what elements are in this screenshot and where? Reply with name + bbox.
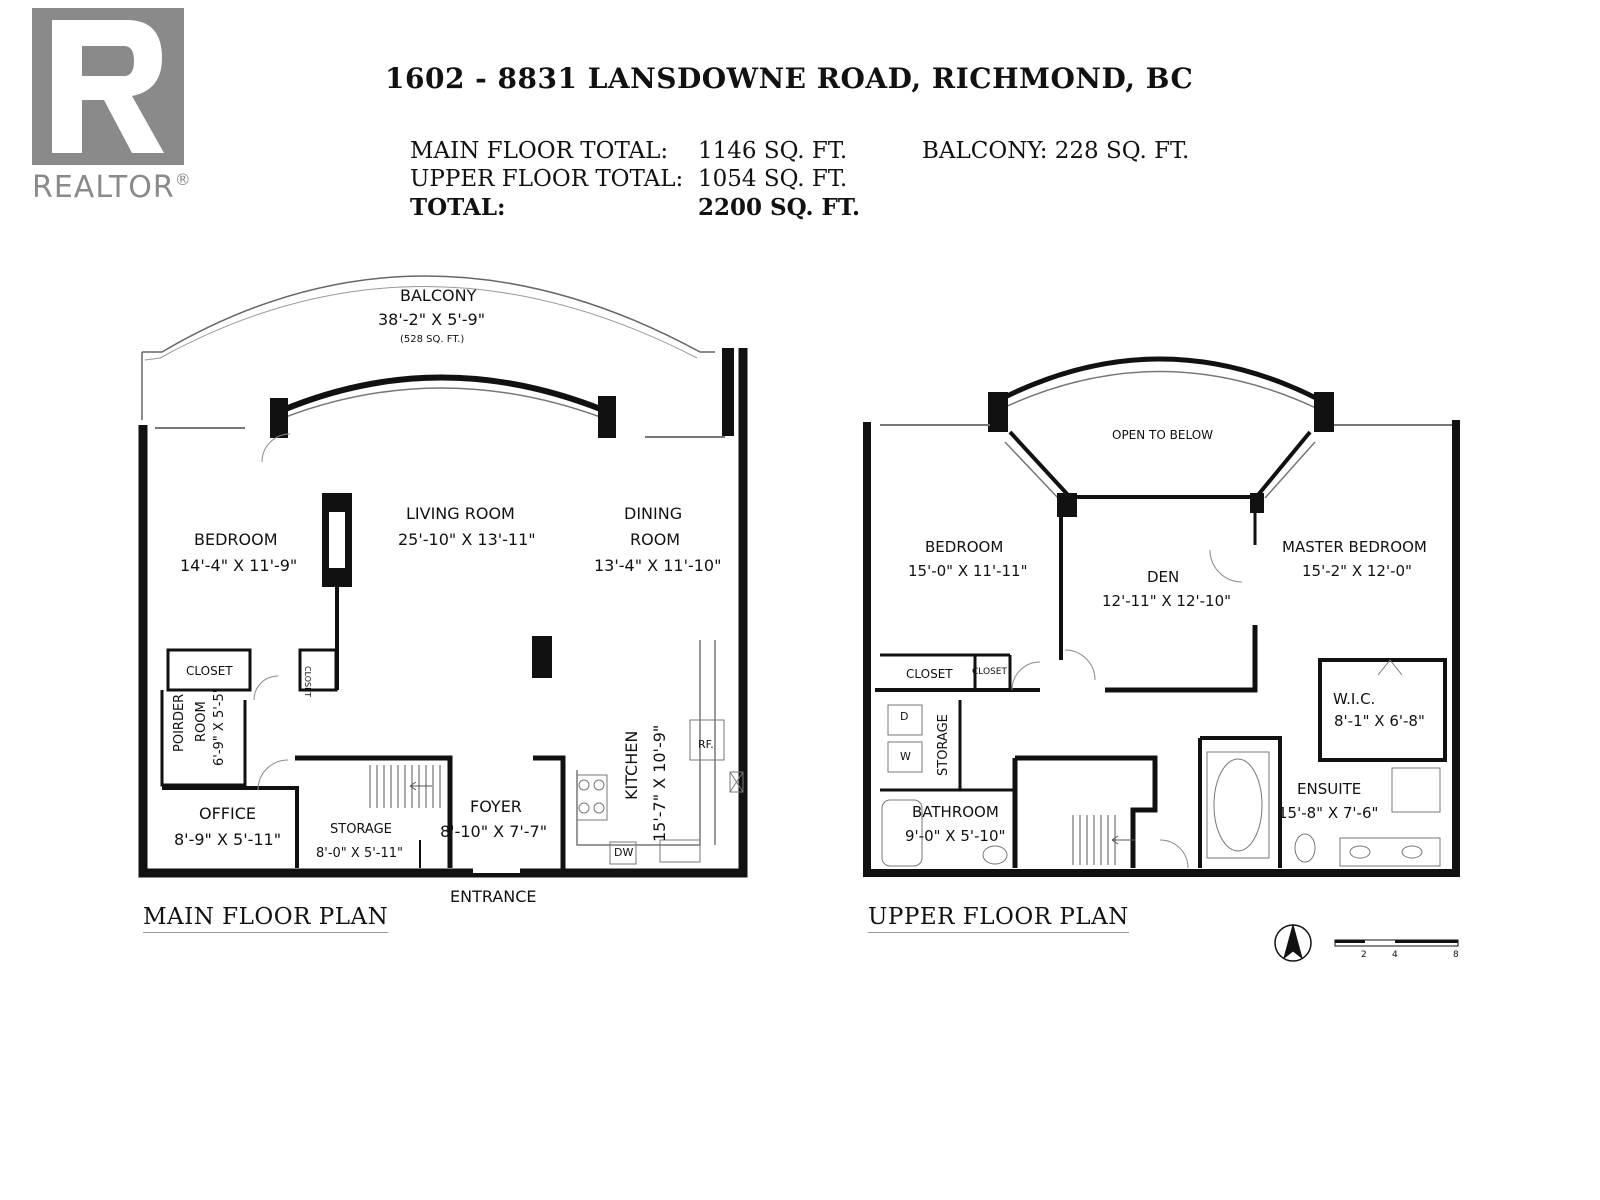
realtor-logo-text: REALTOR®	[32, 170, 192, 205]
realtor-logo: REALTOR®	[32, 8, 202, 208]
upper-floor-plan	[863, 356, 1460, 877]
balcony-total: BALCONY: 228 SQ. FT.	[922, 138, 1190, 164]
main-floor-plan	[138, 275, 748, 878]
property-address: 1602 - 8831 LANSDOWNE ROAD, RICHMOND, BC	[385, 62, 1194, 95]
main-floor-total-value: 1146 SQ. FT.	[698, 138, 848, 164]
upper-floor-total-label: UPPER FLOOR TOTAL:	[410, 166, 684, 192]
grand-total-value: 2200 SQ. FT.	[698, 194, 861, 221]
main-floor-total-label: MAIN FLOOR TOTAL:	[410, 138, 669, 164]
upper-floor-total-value: 1054 SQ. FT.	[698, 166, 848, 192]
scale-bar	[1334, 939, 1459, 947]
grand-total-label: TOTAL:	[410, 194, 506, 221]
north-arrow-icon	[1274, 923, 1312, 962]
realtor-logo-mark	[32, 8, 184, 165]
